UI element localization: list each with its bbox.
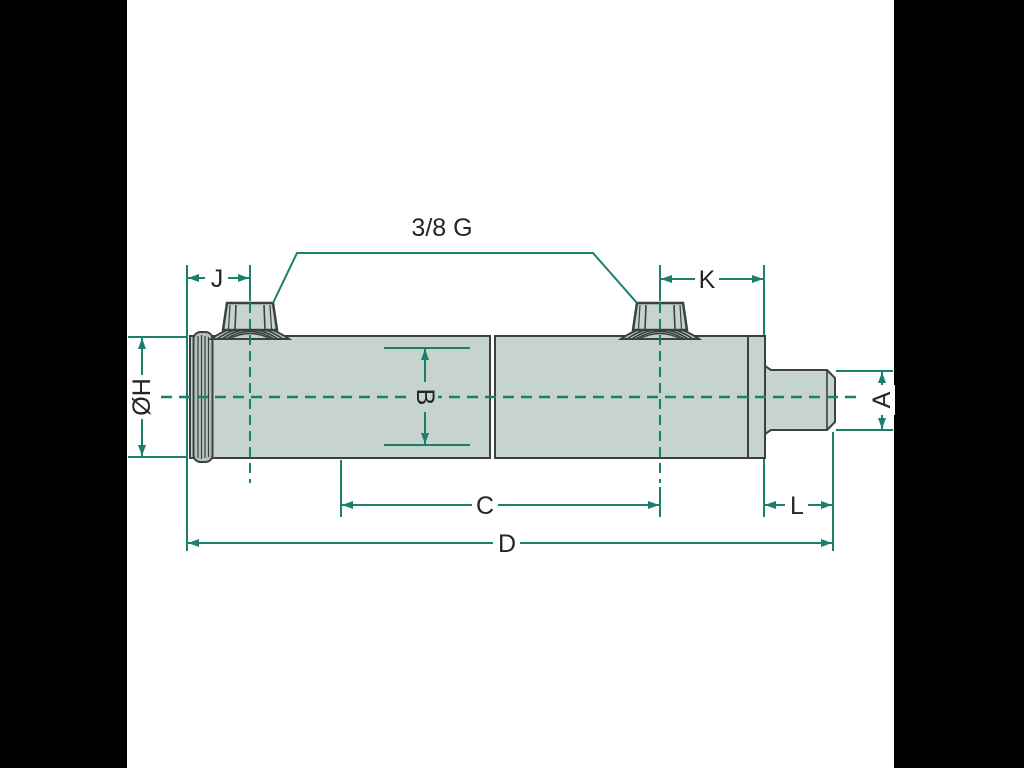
label-b: B [411,389,439,406]
port-thread-leader-line [272,252,638,304]
port-fitting-right [617,301,703,340]
dimension-labels: 3/8 G J K ØH B A C L D [128,214,896,558]
label-c: C [476,492,494,520]
left-gland-collar [192,331,214,463]
label-port-thread: 3/8 G [411,214,472,242]
label-j: J [211,265,224,293]
label-backgrounds [129,266,895,555]
port-fitting-left [207,301,293,340]
label-h: ØH [128,378,156,416]
extension-lines [128,265,893,551]
centerlines [161,303,863,483]
label-a: A [868,391,896,408]
label-d: D [498,530,516,558]
label-k: K [699,266,716,294]
label-l: L [790,492,804,520]
rod-stub [764,364,836,436]
